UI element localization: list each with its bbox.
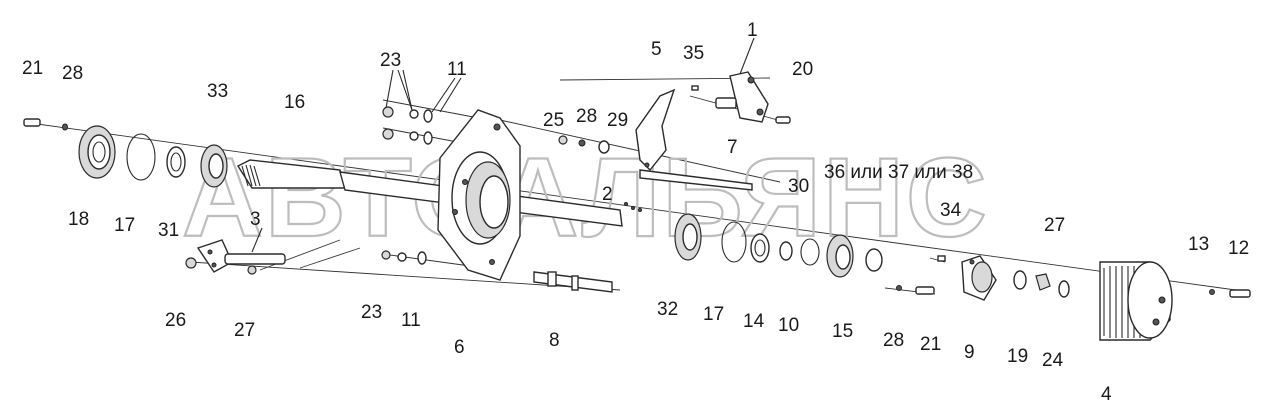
part-nut-25 xyxy=(558,135,568,145)
callout-20: 20 xyxy=(792,59,813,80)
callout-29: 29 xyxy=(607,110,628,131)
part-bracket-5 xyxy=(635,88,676,172)
part-nut-26 xyxy=(185,257,197,269)
part-ring-17-right xyxy=(721,221,747,263)
part-arm-1 xyxy=(715,71,769,123)
callout-34: 34 xyxy=(940,200,962,221)
part-bolt-21 xyxy=(23,118,41,127)
leader-lines xyxy=(251,37,755,253)
part-washer-19 xyxy=(1013,270,1027,290)
callout-28-mid: 28 xyxy=(576,106,597,127)
callout-27: 27 xyxy=(234,320,255,341)
callout-6: 6 xyxy=(454,337,465,358)
callout-36-37-38: 36 или 37 или 38 xyxy=(824,162,973,183)
callout-31: 31 xyxy=(158,220,179,241)
part-shaft-8 xyxy=(533,271,613,293)
callout-28-right: 28 xyxy=(883,330,904,351)
part-bolt-35 xyxy=(691,85,699,91)
part-washer-10 xyxy=(779,241,793,261)
callout-25: 25 xyxy=(543,110,564,131)
part-pulley-4 xyxy=(1099,261,1173,341)
callout-2: 2 xyxy=(602,184,613,205)
watermark-text: АВТОАЛЬЯНС xyxy=(182,135,989,260)
part-washer-28-mid xyxy=(578,139,586,147)
part-bearing-32 xyxy=(674,213,702,261)
part-housing-6 xyxy=(437,109,521,281)
callout-23-bottom: 23 xyxy=(361,302,382,323)
callout-1: 1 xyxy=(747,20,758,41)
callout-7: 7 xyxy=(727,137,738,158)
part-ring-17 xyxy=(126,133,156,181)
part-shim-36-38 xyxy=(865,248,883,272)
part-ring-30 xyxy=(800,238,820,266)
callout-24: 24 xyxy=(1042,350,1064,371)
part-detail-2 xyxy=(624,202,642,212)
callout-27-right: 27 xyxy=(1044,215,1065,236)
callout-19: 19 xyxy=(1007,346,1028,367)
callout-13: 13 xyxy=(1188,234,1209,255)
part-pin-7 xyxy=(639,169,753,191)
callout-4: 4 xyxy=(1101,384,1112,405)
callout-30: 30 xyxy=(788,176,809,197)
callout-12: 12 xyxy=(1228,238,1249,259)
part-bearing-33 xyxy=(200,144,228,188)
part-seal-31 xyxy=(166,146,186,178)
part-bolt-12 xyxy=(1229,289,1251,298)
part-washer-13 xyxy=(1209,289,1215,295)
callout-21-right: 21 xyxy=(920,334,941,355)
part-fasteners-upper xyxy=(382,106,433,145)
part-bolt-21-right xyxy=(915,286,935,295)
part-washer-24 xyxy=(1058,280,1070,298)
callout-8: 8 xyxy=(549,330,560,351)
part-fasteners-lower xyxy=(381,250,427,265)
callout-15: 15 xyxy=(832,321,853,342)
callout-17-right: 17 xyxy=(703,304,724,325)
part-cover-15 xyxy=(826,234,854,278)
callout-16: 16 xyxy=(284,92,305,113)
part-nut-27-left xyxy=(247,265,257,275)
callout-3: 3 xyxy=(250,209,261,230)
parts xyxy=(23,71,1251,341)
callout-35: 35 xyxy=(683,43,704,64)
callout-28: 28 xyxy=(62,63,83,84)
callout-5: 5 xyxy=(651,39,662,60)
part-washer-29 xyxy=(598,140,610,154)
part-hub-9 xyxy=(961,255,997,301)
callout-10: 10 xyxy=(778,315,799,336)
callout-32: 32 xyxy=(657,299,678,320)
part-washer-28-right xyxy=(896,285,902,291)
callout-11-top: 11 xyxy=(447,59,467,80)
part-nut-27-right xyxy=(1035,273,1051,291)
callout-9: 9 xyxy=(964,342,975,363)
callout-21: 21 xyxy=(22,58,43,79)
callout-17: 17 xyxy=(114,215,135,236)
callout-26: 26 xyxy=(165,310,186,331)
part-seal-14 xyxy=(750,233,770,263)
part-bolt-20 xyxy=(775,116,791,124)
callout-14: 14 xyxy=(743,311,765,332)
callout-labels: 21 28 18 17 31 33 16 3 26 27 23 11 23 11… xyxy=(22,20,1249,405)
part-cover-18 xyxy=(78,125,116,179)
callout-18: 18 xyxy=(68,209,89,230)
callout-23-top: 23 xyxy=(380,50,401,71)
part-washer-28 xyxy=(62,123,68,131)
part-pin-34 xyxy=(937,255,946,262)
callout-33: 33 xyxy=(207,81,228,102)
callout-11-bottom: 11 xyxy=(401,310,421,331)
part-flange-3 xyxy=(196,239,286,273)
